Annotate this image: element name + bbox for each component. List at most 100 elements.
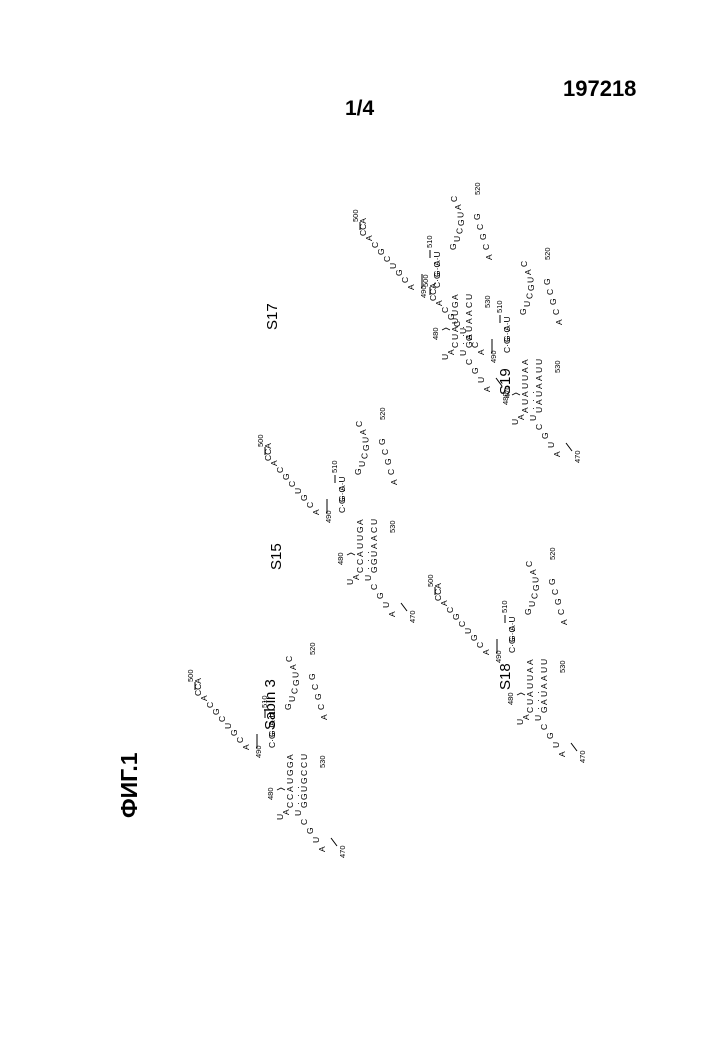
nucleotide: C [452, 321, 462, 327]
sheet-number: 1/4 [345, 97, 374, 121]
rna-structure: AUGCU470CUAUUAAUAGAUAAUU···480530C·GG·CA… [405, 765, 665, 965]
nucleotide: G [518, 308, 528, 315]
position-label: 470 [578, 750, 587, 763]
position-label: 490 [489, 350, 498, 363]
nucleotide: A [521, 714, 531, 720]
nucleotide: G [299, 494, 309, 501]
nucleotide: U [381, 602, 391, 608]
position-label: 510 [495, 300, 504, 313]
nucleotide: C [519, 261, 529, 267]
base-pair-dot: · [528, 391, 538, 394]
nucleotide: U [525, 683, 535, 689]
nucleotide: U [458, 328, 468, 334]
position-label: 470 [573, 450, 582, 463]
variant-name: S17 [264, 303, 281, 330]
position-label: 500 [256, 434, 265, 447]
nucleotide: C [475, 224, 485, 230]
nucleotide: C [449, 196, 459, 202]
nucleotide: A [534, 375, 544, 381]
nucleotide: A [539, 675, 549, 681]
nucleotide: G [376, 248, 386, 255]
position-label: 520 [473, 182, 482, 195]
nucleotide: G [446, 313, 456, 320]
nucleotide: C [455, 228, 465, 234]
nucleotide: C [217, 716, 227, 722]
nucleotide: U [388, 263, 398, 269]
position-label: 480 [506, 692, 515, 705]
nucleotide: C [534, 424, 544, 430]
variant-name: S19 [497, 368, 514, 395]
nucleotide: U [311, 837, 321, 843]
nucleotide: U [525, 277, 535, 283]
nucleotide: U [528, 415, 538, 421]
nucleotide: C [275, 467, 285, 473]
nucleotide: A [525, 667, 535, 673]
nucleotide: G [456, 219, 466, 226]
position-label: 500 [186, 669, 195, 682]
nucleotide: C [525, 293, 535, 299]
nucleotide: A [539, 683, 549, 689]
figure-label: ФИГ.1 [116, 752, 143, 818]
variant-name: S15 [268, 543, 285, 570]
nucleotide: A [520, 359, 530, 365]
nucleotide: U [525, 675, 535, 681]
nucleotide: C [551, 309, 561, 315]
base-pair-dot: · [528, 399, 538, 402]
nucleotide: C [382, 256, 392, 262]
position-label: 470 [338, 845, 347, 858]
nucleotide: A [516, 414, 526, 420]
nucleotide: U [293, 488, 303, 494]
nucleotide: C [440, 307, 450, 313]
variant-name: Sabin 3 [262, 679, 279, 730]
nucleotide: U [520, 375, 530, 381]
nucleotide: G [540, 432, 550, 439]
nucleotide: G [548, 298, 558, 305]
variant-name: S18 [497, 663, 514, 690]
nucleotide: A [520, 367, 530, 373]
position-label: 500 [351, 209, 360, 222]
position-label: 500 [421, 274, 430, 287]
nucleotide: U [533, 715, 543, 721]
nucleotide: G [545, 732, 555, 739]
nucleotide: A [552, 451, 562, 457]
nucleotide: A [557, 751, 567, 757]
nucleotide: U [520, 383, 530, 389]
nucleotide: G [281, 473, 291, 480]
nucleotide: C [370, 242, 380, 248]
rna-structure: AUGCU470AUAUUAAUAUAUAAUU···480530C·GG·CA… [400, 465, 660, 665]
nucleotide: C [539, 724, 549, 730]
position-label: 530 [553, 360, 562, 373]
base-pair: A·U [502, 316, 512, 331]
nucleotide: A [453, 204, 463, 210]
nucleotide: G [305, 827, 315, 834]
nucleotide: U [551, 742, 561, 748]
nucleotide: G [542, 278, 552, 285]
nucleotide: U [534, 367, 544, 373]
base-pair-dot: · [533, 707, 543, 710]
base-pair-dot: · [533, 699, 543, 702]
nucleotide: A [311, 509, 321, 515]
nucleotide: A [387, 611, 397, 617]
nucleotide: U [223, 723, 233, 729]
base-pair-dot: · [528, 407, 538, 410]
nucleotide: C [287, 481, 297, 487]
nucleotide: G [211, 708, 221, 715]
nucleotide: A [554, 319, 564, 325]
nucleotide: G [526, 284, 536, 291]
rna-structure: AUGCU470CCAUGGAUAGGUGCCU···480530C·GG·CA… [165, 860, 425, 1060]
nucleotide: U [539, 667, 549, 673]
nucleotide: C [205, 702, 215, 708]
nucleotide: G [472, 213, 482, 220]
patent-number: 197218 [563, 76, 636, 102]
nucleotide: A [534, 383, 544, 389]
nucleotide: C [470, 342, 480, 348]
nucleotide: A [523, 269, 533, 275]
nucleotide: C [545, 289, 555, 295]
nucleotide: G [478, 233, 488, 240]
nucleotide: U [534, 359, 544, 365]
nucleotide: U [546, 442, 556, 448]
nucleotide: U [522, 301, 532, 307]
nucleotide: A [317, 846, 327, 852]
nucleotide: G [464, 334, 474, 341]
nucleotide: U [452, 236, 462, 242]
